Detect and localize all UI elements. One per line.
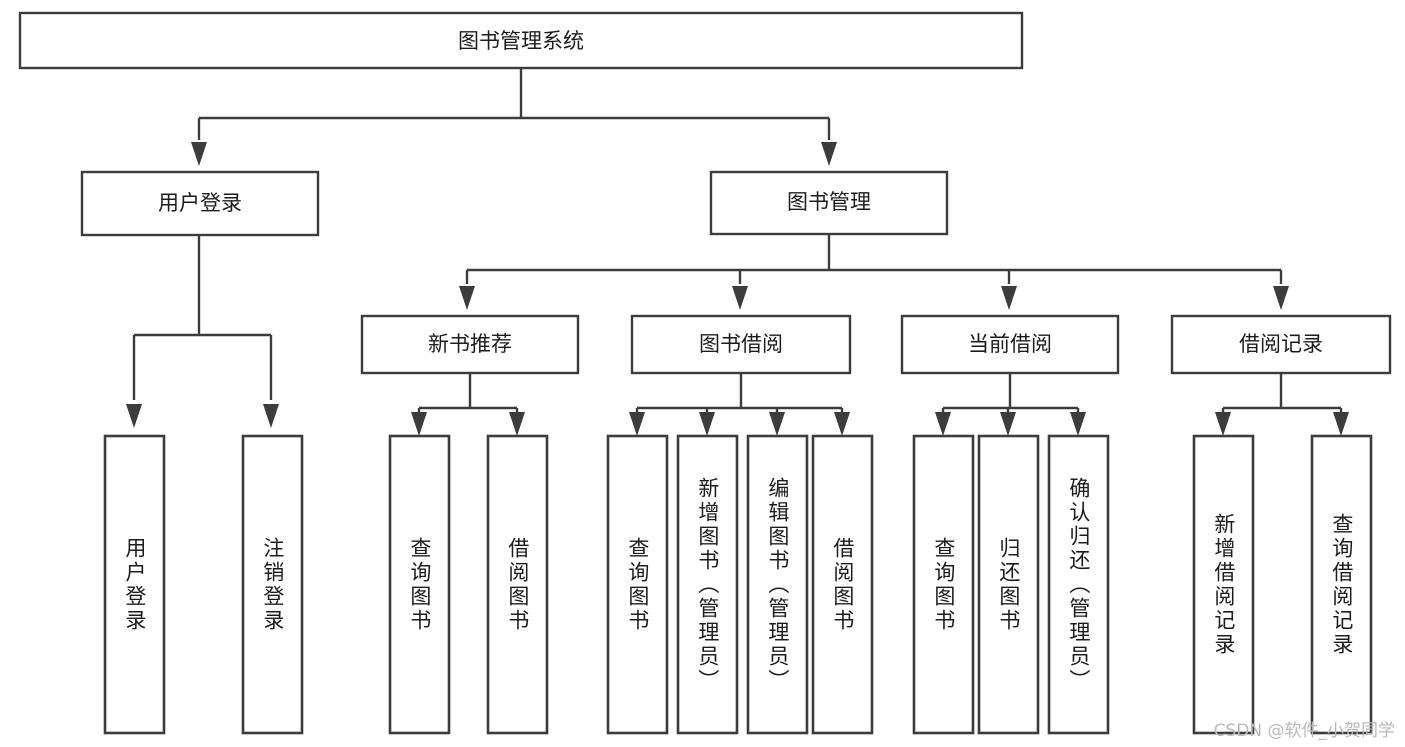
arrow-to-leaf-add-record (1215, 412, 1231, 436)
leaf-add-record[interactable]: 新增借阅记录 (1192, 434, 1255, 735)
arrow-to-leaf-query-book-2 (629, 412, 645, 436)
leaf-query-record[interactable]: 查询借阅记录 (1310, 434, 1373, 735)
connector-user-login-to-leaves (126, 235, 279, 428)
leaf-borrow-book-2-label: 借阅图书 (830, 536, 855, 633)
arrow-to-leaf-query-book-3 (935, 412, 951, 436)
leaf-confirm-return-label: 确认归还（管理员） (1066, 476, 1091, 693)
leaf-user-login[interactable]: 用户登录 (103, 434, 166, 735)
arrow-to-leaf-confirm-return (1070, 412, 1086, 436)
arrow-to-leaf-edit-book (769, 412, 785, 436)
arrow-to-current-borrow (1001, 286, 1017, 310)
leaf-user-logout[interactable]: 注销登录 (241, 434, 304, 735)
leaf-user-login-label: 用户登录 (122, 536, 147, 633)
node-current-borrow-label: 当前借阅 (968, 332, 1052, 356)
arrow-to-leaf-user-logout (263, 404, 279, 428)
arrow-to-user-login (191, 142, 207, 166)
arrow-to-book-borrow (732, 286, 748, 310)
connector-book-borrow-to-leaves (629, 373, 850, 436)
node-current-borrow[interactable]: 当前借阅 (900, 314, 1120, 375)
arrow-to-leaf-return-book (1000, 412, 1016, 436)
node-borrow-record[interactable]: 借阅记录 (1170, 314, 1392, 375)
arrow-to-leaf-query-record (1333, 412, 1349, 436)
leaf-borrow-book-1-label: 借阅图书 (505, 536, 530, 633)
leaf-query-book-2[interactable]: 查询图书 (606, 434, 669, 735)
leaf-query-book-2-label: 查询图书 (625, 536, 650, 633)
leaf-confirm-return[interactable]: 确认归还（管理员） (1047, 434, 1110, 735)
connector-root-to-level1 (191, 68, 837, 166)
leaf-return-book[interactable]: 归还图书 (977, 434, 1040, 735)
node-book-manage-label: 图书管理 (787, 190, 871, 214)
leaf-user-logout-label: 注销登录 (260, 536, 285, 633)
node-user-login[interactable]: 用户登录 (80, 170, 320, 237)
node-borrow-record-label: 借阅记录 (1239, 332, 1323, 356)
leaf-borrow-book-1[interactable]: 借阅图书 (486, 434, 549, 735)
leaf-query-book-1-label: 查询图书 (407, 536, 432, 633)
connector-book-manage-to-level2 (459, 234, 1289, 310)
connector-current-borrow-to-leaves (935, 373, 1086, 436)
node-root[interactable]: 图书管理系统 (18, 11, 1024, 70)
connector-new-book-rec-to-leaves (411, 373, 525, 436)
node-book-borrow[interactable]: 图书借阅 (630, 314, 852, 375)
arrow-to-borrow-record (1273, 286, 1289, 310)
leaf-return-book-label: 归还图书 (996, 536, 1021, 633)
node-book-manage[interactable]: 图书管理 (709, 170, 949, 236)
connector-borrow-record-to-leaves (1215, 373, 1349, 436)
node-new-book-rec[interactable]: 新书推荐 (360, 314, 580, 375)
arrow-to-leaf-user-login (126, 404, 142, 428)
leaf-query-book-3-label: 查询图书 (931, 536, 956, 633)
arrow-to-leaf-add-book (699, 412, 715, 436)
leaf-add-book-label: 新增图书（管理员） (695, 476, 720, 693)
node-book-borrow-label: 图书借阅 (699, 332, 783, 356)
arrow-to-leaf-borrow-book-2 (834, 412, 850, 436)
leaf-query-record-label: 查询借阅记录 (1329, 512, 1354, 657)
leaf-borrow-book-2[interactable]: 借阅图书 (811, 434, 874, 735)
arrow-to-new-book-rec (459, 286, 475, 310)
arrow-to-leaf-borrow-book-1 (509, 412, 525, 436)
node-new-book-rec-label: 新书推荐 (428, 332, 512, 356)
leaf-edit-book-label: 编辑图书（管理员） (765, 476, 790, 693)
node-user-login-label: 用户登录 (158, 191, 242, 215)
node-root-label: 图书管理系统 (458, 29, 584, 53)
leaf-add-record-label: 新增借阅记录 (1211, 512, 1236, 657)
leaf-edit-book[interactable]: 编辑图书（管理员） (746, 434, 809, 735)
leaf-query-book-3[interactable]: 查询图书 (912, 434, 975, 735)
arrow-to-book-manage (821, 142, 837, 166)
leaf-query-book-1[interactable]: 查询图书 (388, 434, 451, 735)
arrow-to-leaf-query-book-1 (411, 412, 427, 436)
leaf-add-book[interactable]: 新增图书（管理员） (676, 434, 739, 735)
